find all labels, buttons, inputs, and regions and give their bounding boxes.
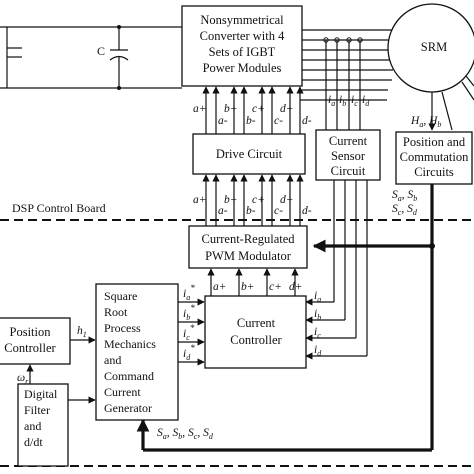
svg-text:id*: id* bbox=[183, 343, 195, 362]
svg-text:ib: ib bbox=[339, 94, 346, 108]
svg-text:c+: c+ bbox=[252, 194, 265, 206]
position-commutation-block: Ha, Hb Position and Commutation Circuits bbox=[395, 91, 473, 185]
svg-text:d-: d- bbox=[302, 115, 312, 127]
svg-text:Controller: Controller bbox=[230, 333, 282, 347]
dsp-board-boundary: DSP Control Board bbox=[0, 201, 474, 467]
svg-text:ia*: ia* bbox=[183, 283, 195, 302]
drive-circuit-block: Drive Circuit bbox=[192, 133, 306, 175]
svg-text:b-: b- bbox=[246, 115, 256, 127]
controller-to-pwm: a+ b+ c+ d+ bbox=[207, 268, 303, 296]
current-sense-labels: ia ib ic id bbox=[328, 94, 370, 108]
svg-text:Commutation: Commutation bbox=[400, 150, 470, 164]
svg-text:c-: c- bbox=[274, 115, 283, 127]
svg-text:ib*: ib* bbox=[183, 303, 195, 322]
drive-circuit-label: Drive Circuit bbox=[216, 147, 283, 161]
svg-text:c+: c+ bbox=[269, 281, 282, 293]
svg-text:c-: c- bbox=[274, 205, 283, 217]
phase-lines bbox=[300, 29, 408, 130]
svg-text:ia: ia bbox=[328, 94, 335, 108]
srm-label: SRM bbox=[421, 40, 447, 54]
srm-motor: SRM bbox=[387, 3, 474, 101]
digital-filter-block: ωr Digital Filter and d/dt bbox=[17, 364, 96, 467]
svg-text:Controller: Controller bbox=[4, 341, 56, 355]
svg-text:Current-Regulated: Current-Regulated bbox=[201, 232, 295, 246]
svg-text:b+: b+ bbox=[224, 103, 238, 115]
svg-text:Command: Command bbox=[104, 369, 154, 383]
svg-text:ic*: ic* bbox=[183, 323, 195, 342]
svg-text:Position: Position bbox=[10, 325, 52, 339]
svg-text:c+: c+ bbox=[252, 103, 265, 115]
svg-text:a-: a- bbox=[218, 205, 228, 217]
svg-text:h1: h1 bbox=[77, 325, 87, 339]
svg-text:a+: a+ bbox=[193, 194, 207, 206]
commutation-signals-label: Sa, Sb Sc, Sd bbox=[392, 189, 418, 217]
svg-text:id: id bbox=[314, 344, 322, 358]
svg-text:Current: Current bbox=[329, 134, 368, 148]
svg-text:a+: a+ bbox=[213, 281, 227, 293]
svg-text:d+: d+ bbox=[280, 103, 294, 115]
gate-signals-lower: a+ a- b+ b- c+ c- d+ d- bbox=[193, 174, 312, 226]
gate-signals-upper: a+ a- b+ b- c+ c- d+ d- bbox=[193, 86, 312, 134]
square-root-process-block: Square Root Process Mechanics and Comman… bbox=[95, 283, 179, 421]
svg-text:Filter: Filter bbox=[24, 403, 50, 417]
svg-text:Sa, Sb: Sa, Sb bbox=[392, 189, 417, 203]
svg-text:Sa, Sb, Sc, Sd: Sa, Sb, Sc, Sd bbox=[157, 427, 214, 441]
svg-text:a+: a+ bbox=[193, 103, 207, 115]
svg-text:ωr: ωr bbox=[17, 372, 29, 386]
svg-text:d-: d- bbox=[302, 205, 312, 217]
svg-text:Sc, Sd: Sc, Sd bbox=[392, 203, 418, 217]
converter-line-2: Converter with 4 bbox=[200, 29, 285, 43]
svg-text:ib: ib bbox=[314, 308, 321, 322]
svg-text:ic: ic bbox=[351, 94, 358, 108]
svg-text:and: and bbox=[104, 353, 121, 367]
svg-text:d/dt: d/dt bbox=[24, 435, 43, 449]
svg-text:Circuits: Circuits bbox=[414, 165, 454, 179]
commutation-feedback-path: Sa, Sb, Sc, Sd bbox=[136, 184, 435, 452]
dsp-board-label: DSP Control Board bbox=[12, 201, 106, 215]
svg-text:b+: b+ bbox=[241, 281, 255, 293]
svg-text:Square: Square bbox=[104, 289, 137, 303]
svg-text:b+: b+ bbox=[224, 194, 238, 206]
dc-link: C bbox=[0, 25, 182, 90]
svg-text:Digital: Digital bbox=[24, 387, 58, 401]
svg-text:Sensor: Sensor bbox=[331, 149, 366, 163]
converter-line-1: Nonsymmetrical bbox=[200, 13, 284, 27]
svg-text:ia: ia bbox=[314, 290, 321, 304]
svg-text:ic: ic bbox=[314, 326, 321, 340]
svg-text:and: and bbox=[24, 419, 41, 433]
svg-text:d+: d+ bbox=[289, 281, 303, 293]
svg-text:d+: d+ bbox=[280, 194, 294, 206]
current-controller-block: Current Controller bbox=[204, 295, 307, 369]
svg-text:Current: Current bbox=[237, 316, 276, 330]
svg-text:Circuit: Circuit bbox=[331, 164, 366, 178]
svg-text:Current: Current bbox=[104, 385, 141, 399]
svg-text:Position and: Position and bbox=[403, 135, 466, 149]
position-controller-block: Position Controller h1 bbox=[0, 317, 96, 365]
capacitor-label: C bbox=[97, 44, 105, 58]
svg-text:Ha, Hb: Ha, Hb bbox=[410, 115, 441, 129]
svg-text:Root: Root bbox=[104, 305, 128, 319]
current-sensor-block: Current Sensor Circuit bbox=[315, 129, 381, 181]
converter-block: Nonsymmetrical Converter with 4 Sets of … bbox=[181, 5, 303, 87]
pwm-modulator-block: Current-Regulated PWM Modulator bbox=[188, 225, 308, 269]
svg-text:Generator: Generator bbox=[104, 401, 152, 415]
svg-text:PWM Modulator: PWM Modulator bbox=[205, 249, 292, 263]
svg-text:b-: b- bbox=[246, 205, 256, 217]
command-current-lines: ia* ib* ic* id* bbox=[178, 283, 205, 366]
converter-line-3: Sets of IGBT bbox=[209, 45, 276, 59]
svg-text:id: id bbox=[362, 94, 370, 108]
svg-text:Process: Process bbox=[104, 321, 141, 335]
converter-line-4: Power Modules bbox=[203, 61, 282, 75]
svg-text:a-: a- bbox=[218, 115, 228, 127]
svg-text:Mechanics: Mechanics bbox=[104, 337, 156, 351]
current-feedback-lines: ia ib ic id bbox=[305, 180, 368, 360]
